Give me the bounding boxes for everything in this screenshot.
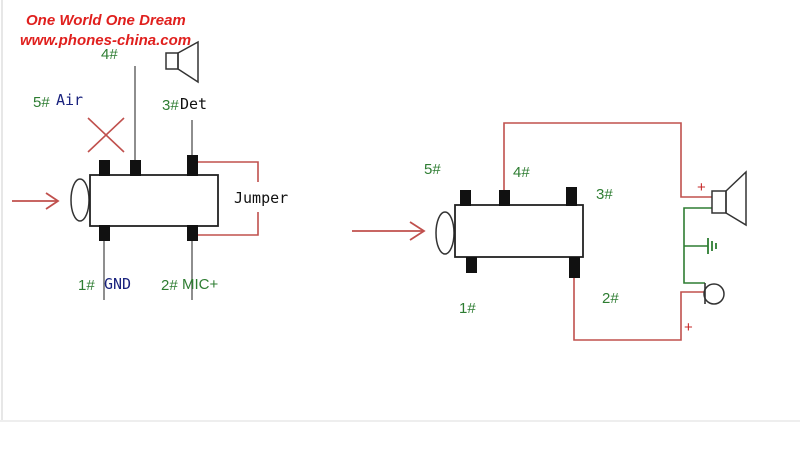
pin-2-left [187,225,198,241]
plug-tip [70,178,90,222]
not-connected-cross [87,117,125,153]
label-pin2-right: 2# [602,290,619,307]
speaker-icon-right [711,170,747,227]
mic-plus-sign: + [684,319,693,336]
input-arrow-right [352,221,426,241]
mic-wire [573,278,705,341]
label-pin3-right: 3# [596,186,613,203]
label-pin-3: 3# [162,97,179,114]
label-pin-1: 1# [78,277,95,294]
input-arrow-left [12,192,60,210]
pin-3-left [187,155,198,176]
label-pin-4: 4# [101,46,118,63]
label-jumper: Jumper [234,189,288,207]
label-pin-5: 5# [33,94,50,111]
pin-1-left [99,225,110,241]
banner-slogan: One World One Dream [26,12,186,29]
microphone-icon [703,283,725,305]
label-pin4-right: 4# [513,164,530,181]
jack-body-right [454,204,584,258]
pin-4-left [130,160,141,176]
label-pin5-right: 5# [424,161,441,178]
pin-5-left [99,160,110,176]
label-det: Det [180,95,207,113]
label-gnd: GND [104,275,131,293]
pin-1-right [466,257,477,273]
label-pin-2: 2# [161,277,178,294]
ground-bus [683,207,712,284]
plug-tip-right [435,211,455,255]
jumper-label-bg [226,182,336,212]
banner-website: www.phones-china.com [20,32,191,49]
right-jack-diagram: 5# 4# 3# 1# 2# + + [352,122,747,341]
label-pin1-right: 1# [459,300,476,317]
ground-icon [707,238,717,254]
pin-4-right [499,190,510,206]
pin-5-right [460,190,471,206]
speaker-plus-sign: + [697,179,706,196]
speaker-wire [503,122,712,198]
label-air: Air [56,91,83,109]
label-mic: MIC+ [182,276,218,293]
pin-3-right [566,187,577,206]
left-jack-diagram: 4# 5# Air 3# Det Jumper 1# GND 2# MIC+ [12,46,336,300]
speaker-icon [165,40,199,84]
pin-2-right [569,257,580,278]
jack-body-left [89,174,219,227]
